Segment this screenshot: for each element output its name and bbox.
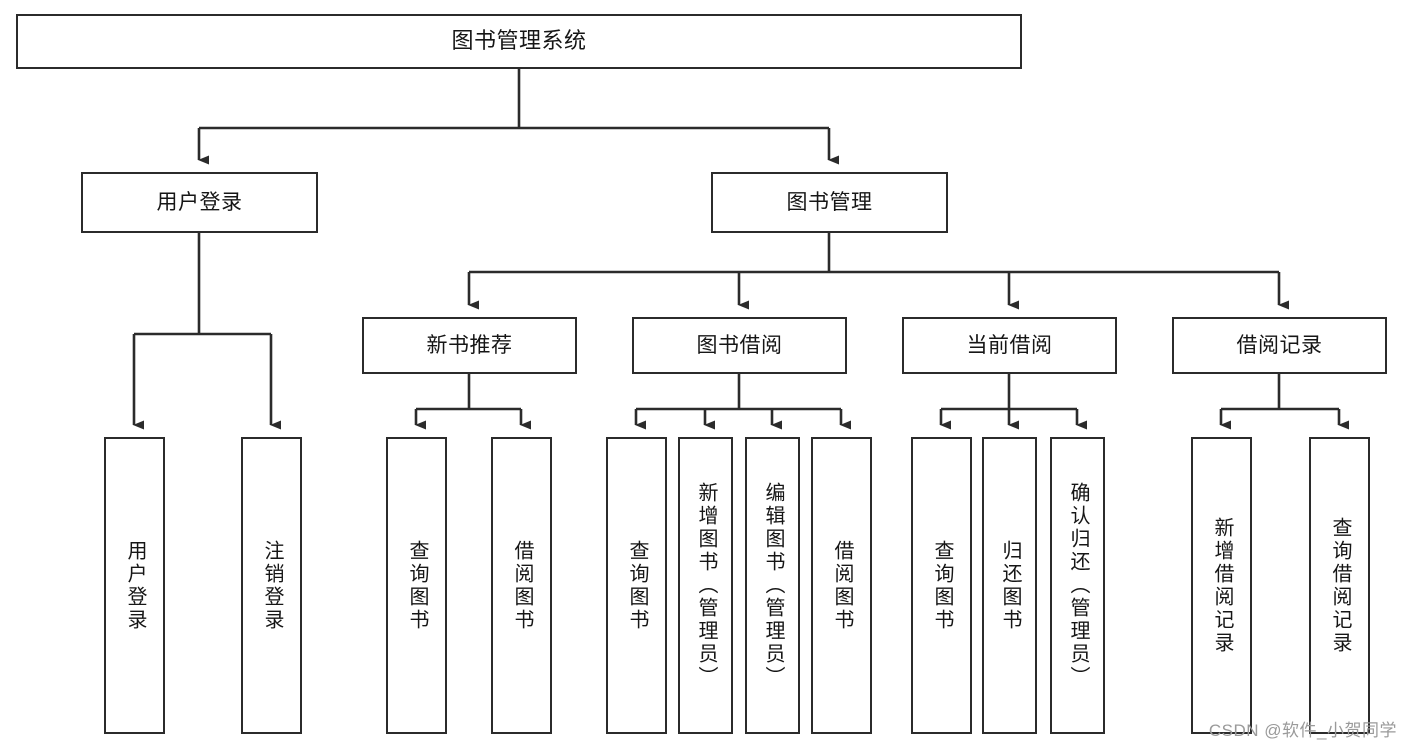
leaf-label: 新增借阅记录 xyxy=(1211,516,1233,655)
node-label: 新书推荐 xyxy=(426,333,513,357)
node-current-borrow[interactable]: 当前借阅 xyxy=(902,317,1117,374)
leaf-label: 查询图书 xyxy=(931,539,953,632)
node-label: 当前借阅 xyxy=(966,333,1053,357)
leaf-borrow-book-recommend[interactable]: 借阅图书 xyxy=(491,437,552,734)
leaf-label: 确认归还（管理员） xyxy=(1067,482,1089,689)
leaf-logout-login[interactable]: 注销登录 xyxy=(241,437,302,734)
node-label: 用户登录 xyxy=(156,190,243,214)
leaf-label: 用户登录 xyxy=(124,539,146,632)
leaf-query-book-borrow[interactable]: 查询图书 xyxy=(606,437,667,734)
leaf-query-borrow-record[interactable]: 查询借阅记录 xyxy=(1309,437,1370,734)
node-label: 图书借阅 xyxy=(696,333,783,357)
node-book-borrow[interactable]: 图书借阅 xyxy=(632,317,847,374)
leaf-add-borrow-record[interactable]: 新增借阅记录 xyxy=(1191,437,1252,734)
leaf-label: 编辑图书（管理员） xyxy=(762,482,784,689)
node-user-login[interactable]: 用户登录 xyxy=(81,172,318,233)
leaf-query-book-current[interactable]: 查询图书 xyxy=(911,437,972,734)
leaf-edit-book-admin[interactable]: 编辑图书（管理员） xyxy=(745,437,800,734)
leaf-add-book-admin[interactable]: 新增图书（管理员） xyxy=(678,437,733,734)
leaf-label: 注销登录 xyxy=(261,539,283,632)
watermark-text: CSDN @软件_小贺同学 xyxy=(1208,721,1397,740)
leaf-label: 新增图书（管理员） xyxy=(695,482,717,689)
leaf-label: 借阅图书 xyxy=(831,539,853,632)
node-book-management[interactable]: 图书管理 xyxy=(711,172,948,233)
leaf-borrow-book[interactable]: 借阅图书 xyxy=(811,437,872,734)
leaf-label: 借阅图书 xyxy=(511,539,533,632)
node-new-book-recommend[interactable]: 新书推荐 xyxy=(362,317,577,374)
leaf-confirm-return-admin[interactable]: 确认归还（管理员） xyxy=(1050,437,1105,734)
node-label: 借阅记录 xyxy=(1236,333,1323,357)
leaf-label: 查询借阅记录 xyxy=(1329,516,1351,655)
node-label: 图书管理系统 xyxy=(451,28,587,54)
leaf-return-book[interactable]: 归还图书 xyxy=(982,437,1037,734)
node-root-book-management-system[interactable]: 图书管理系统 xyxy=(16,14,1022,69)
leaf-user-login[interactable]: 用户登录 xyxy=(104,437,165,734)
node-borrow-record[interactable]: 借阅记录 xyxy=(1172,317,1387,374)
node-label: 图书管理 xyxy=(786,190,873,214)
leaf-label: 归还图书 xyxy=(999,539,1021,632)
leaf-query-book-recommend[interactable]: 查询图书 xyxy=(386,437,447,734)
leaf-label: 查询图书 xyxy=(626,539,648,632)
leaf-label: 查询图书 xyxy=(406,539,428,632)
